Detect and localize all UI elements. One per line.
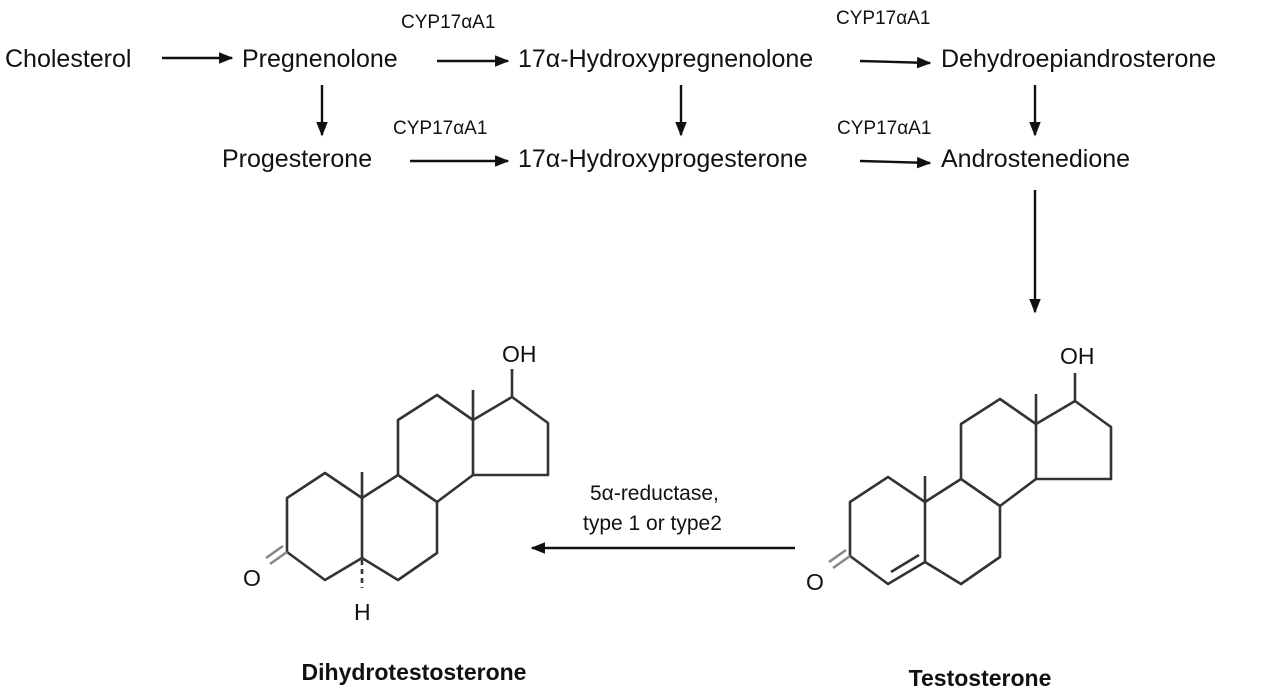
enzyme-label: CYP17αA1	[836, 8, 930, 29]
enzyme-label: CYP17αA1	[837, 118, 931, 139]
enzyme-label: CYP17αA1	[401, 12, 495, 33]
testosterone-structure: OH O	[806, 343, 1113, 595]
hydroxyprogesterone-label: 17α-Hydroxyprogesterone	[518, 145, 808, 173]
cholesterol-label: Cholesterol	[5, 45, 131, 73]
dhea-label: Dehydroepiandrosterone	[941, 45, 1216, 73]
dht-structure: OH O H	[243, 341, 550, 625]
dht-name: Dihydrotestosterone	[302, 659, 527, 685]
enzyme-label: CYP17αA1	[393, 118, 487, 139]
testosterone-oh-label: OH	[1060, 343, 1095, 369]
arrow-17ohprog-androstenedione	[859, 156, 932, 169]
dht-h-label: H	[354, 599, 371, 625]
reaction-label-line2: type 1 or type2	[583, 512, 722, 535]
androstenedione-label: Androstenedione	[941, 145, 1130, 173]
hydroxypregnenolone-label: 17α-Hydroxypregnenolone	[518, 45, 813, 73]
testosterone-name: Testosterone	[909, 665, 1052, 691]
arrow-17ohpreg-dhea	[859, 56, 932, 69]
progesterone-label: Progesterone	[222, 145, 372, 173]
pregnenolone-label: Pregnenolone	[242, 45, 398, 73]
dht-oh-label: OH	[502, 341, 537, 367]
reaction-label-line1: 5α-reductase,	[590, 482, 719, 505]
testosterone-o-label: O	[806, 569, 824, 595]
dht-o-label: O	[243, 565, 261, 591]
